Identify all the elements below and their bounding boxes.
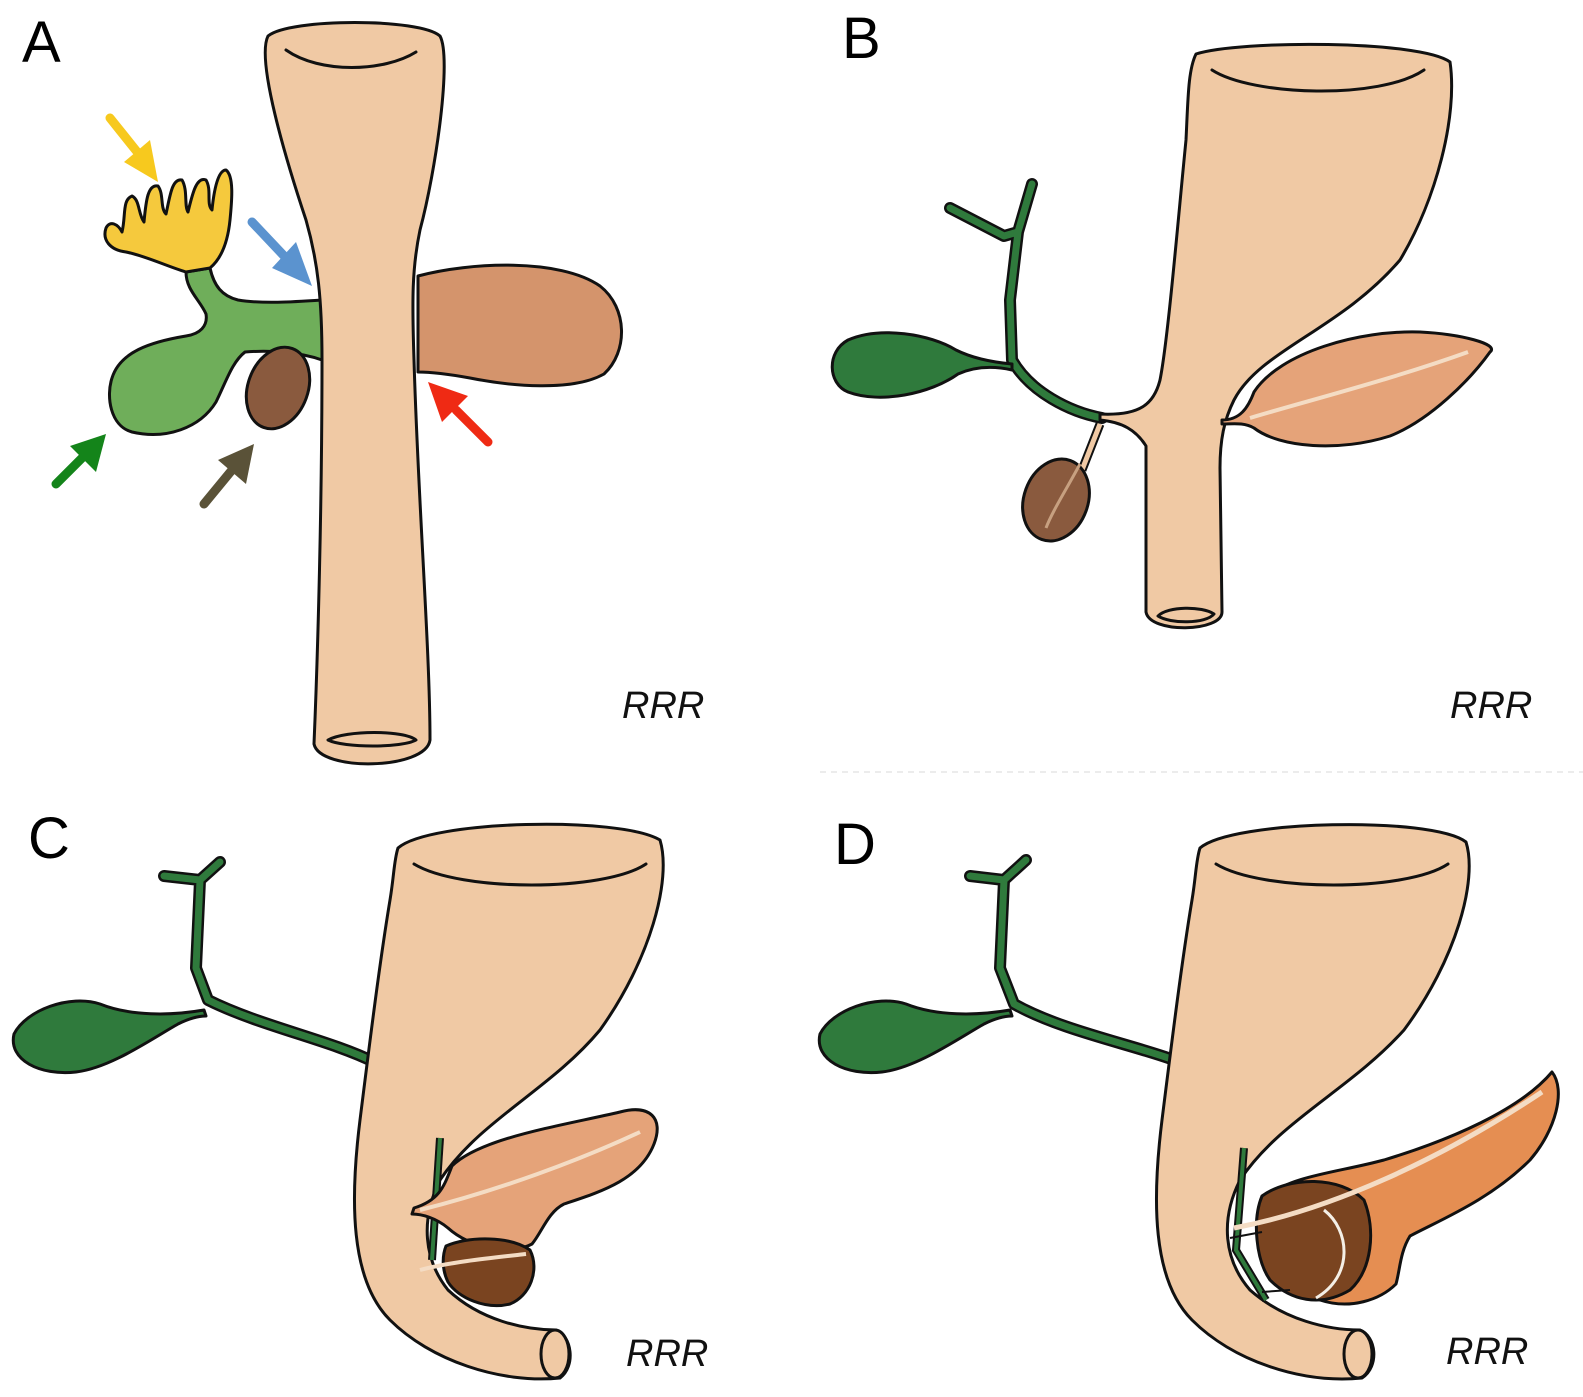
panel-letter-a: A xyxy=(22,10,61,75)
ventral-bud-shape xyxy=(244,345,312,431)
arrow-olive-icon xyxy=(199,444,254,509)
signature-a: RRR xyxy=(622,685,704,727)
stomach-shape xyxy=(1098,42,1454,630)
arrow-yellow-icon xyxy=(105,113,158,182)
stomach-shape-d xyxy=(1154,823,1471,1381)
panel-letter-d: D xyxy=(834,812,876,877)
ventral-pancreas-shape-d xyxy=(1254,1180,1373,1302)
liver-bud-shape xyxy=(108,266,324,436)
arrow-blue-icon xyxy=(247,217,312,286)
ventral-pancreas-shape-c xyxy=(441,1237,536,1307)
gallbladder-shape-d xyxy=(817,999,1014,1075)
signature-c: RRR xyxy=(626,1333,708,1375)
gut-tube-shape xyxy=(263,21,446,766)
panel-c: C RRR xyxy=(11,806,708,1381)
signature-b: RRR xyxy=(1450,685,1532,727)
arrow-red-icon xyxy=(428,382,493,447)
panel-b: B RRR xyxy=(830,6,1532,727)
gallbladder-shape-c xyxy=(11,999,208,1075)
dorsal-bud-shape xyxy=(416,263,623,388)
dorsal-pancreas-shape-c xyxy=(410,1108,659,1252)
stomach-shape-c xyxy=(352,822,665,1381)
panel-d: D RRR xyxy=(817,812,1560,1381)
panel-letter-c: C xyxy=(28,806,70,871)
gallbladder-shape xyxy=(830,331,1014,399)
signature-d: RRR xyxy=(1446,1331,1528,1373)
yellow-comb-shape xyxy=(103,168,234,274)
panel-a: A RRR xyxy=(22,10,704,766)
arrow-green-icon xyxy=(51,434,106,489)
panel-letter-b: B xyxy=(842,6,881,71)
